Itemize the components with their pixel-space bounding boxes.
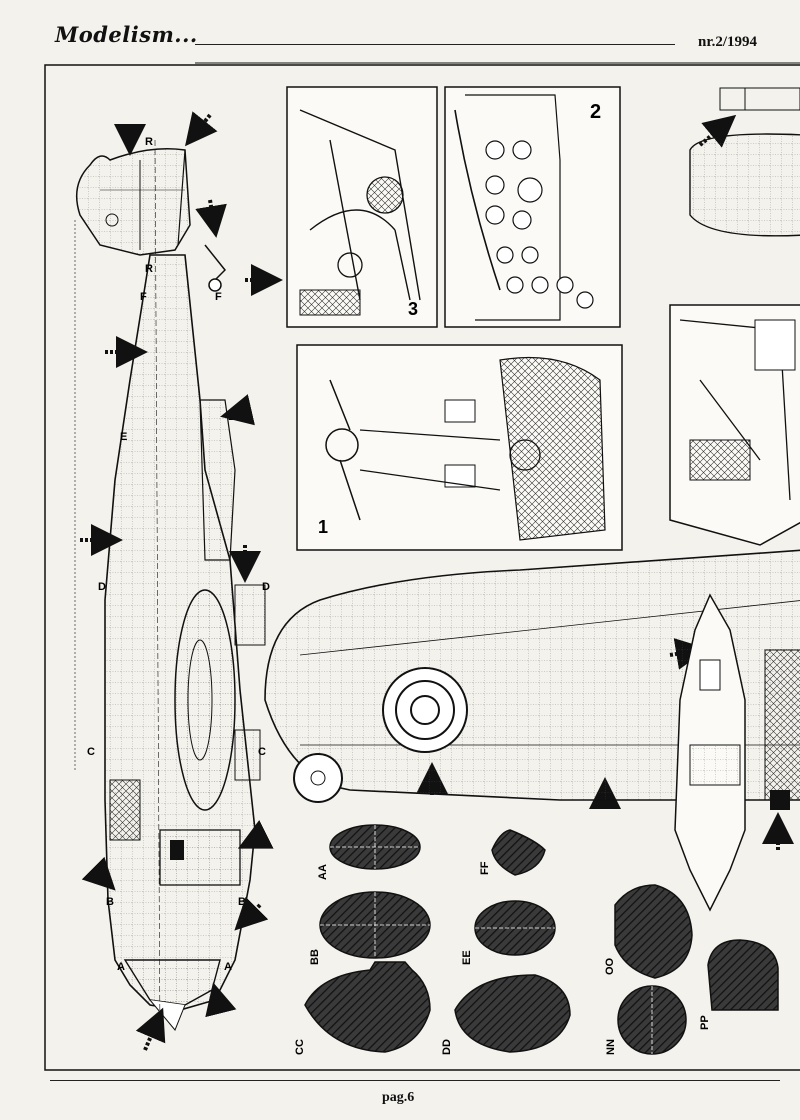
- section-ff: [491, 829, 546, 876]
- station-label: F: [140, 291, 147, 303]
- section-label: EE: [461, 950, 473, 965]
- magazine-logo: Modelism...: [55, 22, 198, 47]
- panel-number: 2: [590, 101, 601, 123]
- section-label: FF: [479, 861, 491, 875]
- section-label: BB: [309, 949, 321, 965]
- cockpit-panel-partial: [669, 304, 800, 546]
- footer-rule: [50, 1080, 780, 1081]
- station-label: C: [258, 746, 266, 758]
- section-pp: [707, 939, 779, 1011]
- cockpit-panel-1: 1: [296, 344, 623, 551]
- station-label: D: [98, 581, 106, 593]
- cockpit-panel-2: 2: [444, 86, 621, 328]
- issue-number: nr.2/1994: [698, 34, 758, 50]
- page-number: pag.6: [382, 1090, 415, 1105]
- section-label: AA: [317, 864, 329, 880]
- station-label: R: [145, 263, 153, 275]
- station-label: E: [120, 431, 127, 443]
- section-dd: [454, 974, 571, 1053]
- panel-number: 3: [408, 299, 418, 319]
- drawing-frame: [44, 64, 800, 1071]
- canopy: [199, 399, 236, 561]
- section-label: OO: [604, 957, 616, 975]
- station-label: A: [224, 961, 232, 973]
- section-label: DD: [441, 1039, 453, 1055]
- station-label: B: [106, 896, 114, 908]
- cross-sections: [304, 824, 779, 1055]
- panel-number: 1: [318, 517, 328, 537]
- section-label: CC: [294, 1039, 306, 1055]
- section-label: NN: [605, 1039, 617, 1055]
- station-label: B: [238, 896, 246, 908]
- station-label: F: [215, 291, 222, 303]
- cockpit-panel-3: 3: [286, 86, 438, 328]
- section-label: PP: [699, 1015, 711, 1030]
- tail-fin: [75, 148, 191, 256]
- station-label: A: [117, 961, 125, 973]
- section-oo: [614, 884, 693, 979]
- header-rule: [195, 44, 675, 45]
- fuselage-side-view: [74, 139, 266, 1041]
- station-label: R: [145, 136, 153, 148]
- station-label: D: [262, 581, 270, 593]
- fuselage-body: [104, 254, 256, 1011]
- wing-plan-view: [264, 549, 800, 912]
- section-cc: [304, 961, 431, 1053]
- station-label: C: [87, 746, 95, 758]
